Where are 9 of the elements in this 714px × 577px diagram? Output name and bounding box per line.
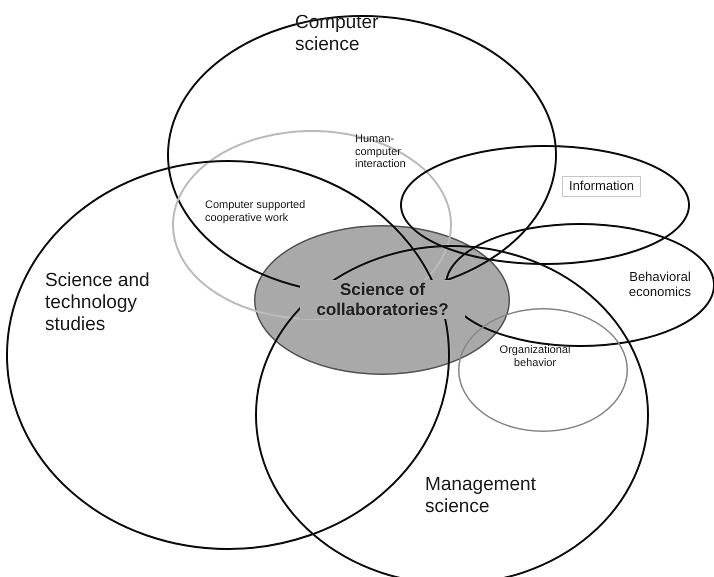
set-label: Computer science <box>295 12 380 56</box>
set-label: Organizational behavior <box>498 344 572 370</box>
set-label: Management science <box>425 474 537 518</box>
set-label: Information <box>562 176 642 197</box>
set-label: Human-computer interaction <box>355 133 407 171</box>
set-label: Behavioral economics <box>628 270 692 300</box>
set-label: Computer supported cooperative work <box>205 199 306 224</box>
set-label: Science and technology studies <box>45 270 151 336</box>
set-label: Science of collaboratories? <box>300 280 465 320</box>
